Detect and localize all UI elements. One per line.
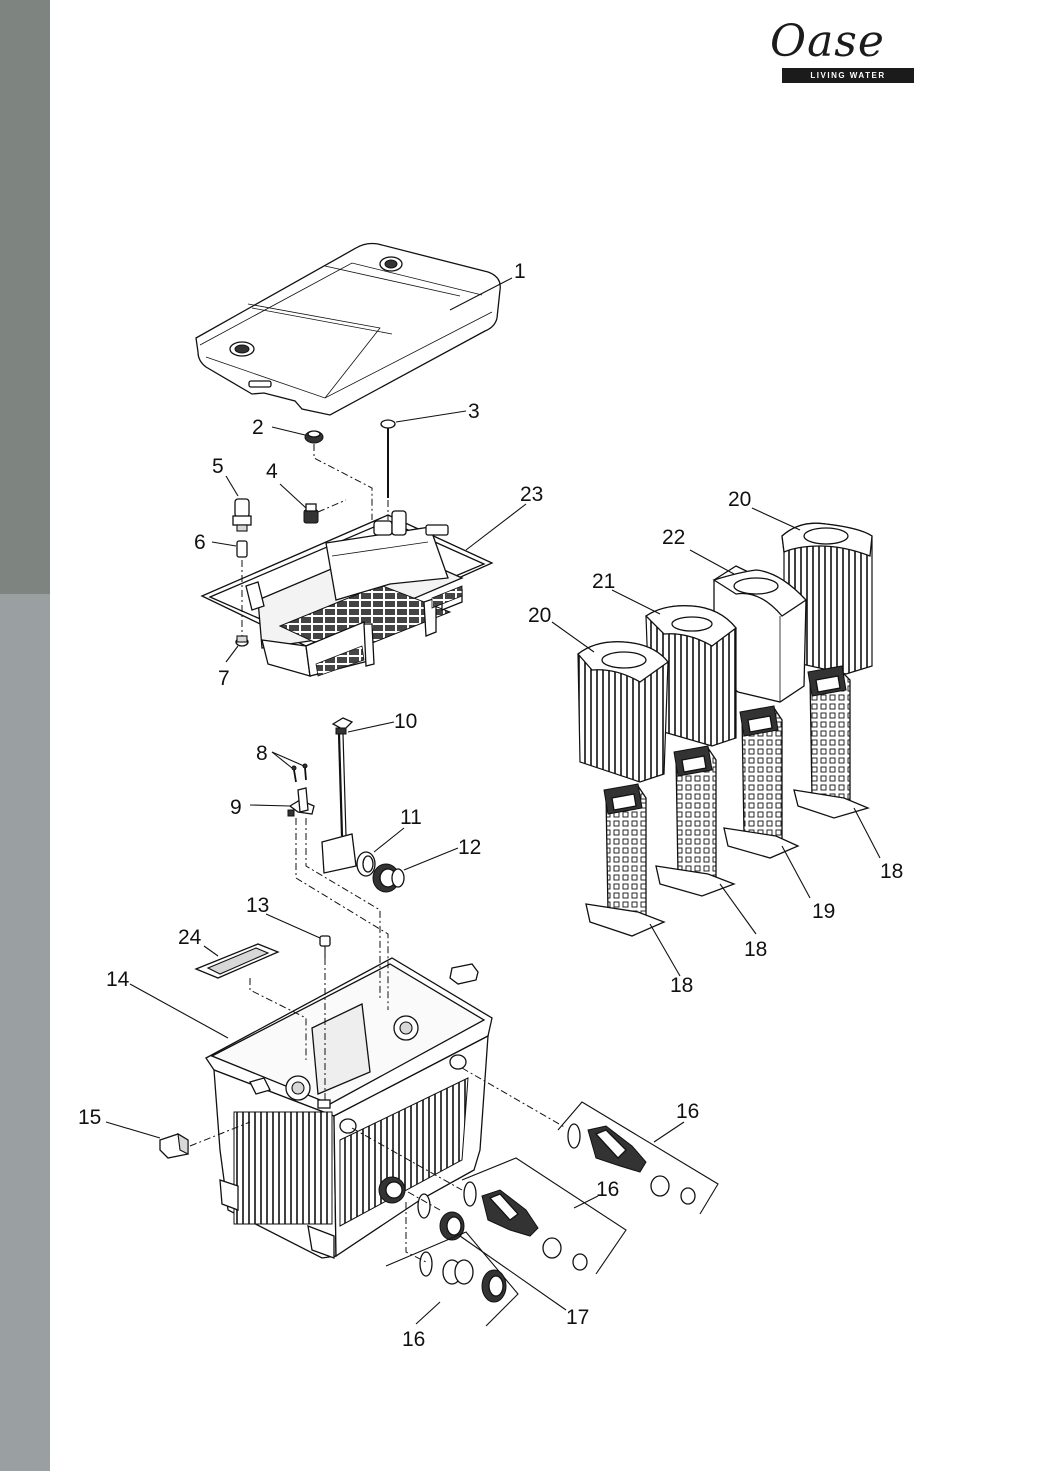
callout-20a: 20 [728,488,751,511]
logo-wordmark: Oase [770,16,885,67]
callout-18c: 18 [670,974,693,997]
part-21-sponge [644,605,737,747]
part-8-screws [291,763,308,783]
callout-10: 10 [394,710,417,733]
housing-latch [449,963,479,985]
part-19-stand [723,705,800,859]
callout-1: 1 [514,260,526,283]
part-15-latch [159,1132,189,1159]
part-12-connector [372,863,405,893]
callout-18a: 18 [880,860,903,883]
part-13-vent [319,935,331,958]
part-4-fitting [303,503,319,524]
callout-13: 13 [246,894,269,917]
sidebar-band-light [0,594,50,1471]
callout-19: 19 [812,900,835,923]
callout-7: 7 [218,667,230,690]
part-18-stand-middle [655,745,736,897]
callout-20b: 20 [528,604,551,627]
part-14-housing [205,957,493,1259]
sidebar-band-dark [0,0,50,594]
callout-21: 21 [592,570,615,593]
oase-logo: Oase LIVING WATER [770,18,920,88]
callout-17: 17 [566,1306,589,1329]
part-22-foam-block [712,565,807,703]
part-16-hose-kit-b [461,1157,627,1275]
part-2-grommet [304,430,324,444]
part-17-nut [439,1211,465,1241]
callout-5: 5 [212,455,224,478]
logo-tagline: LIVING WATER [810,71,886,80]
callout-22: 22 [662,526,685,549]
callout-4: 4 [266,460,278,483]
callout-12: 12 [458,836,481,859]
callout-14-gasket-24-label: 24 [178,926,202,949]
part-18-stand-left [585,783,666,937]
logo-tagline-bar [782,68,914,83]
callout-11: 11 [400,806,422,829]
part-16-ring-on-housing [417,1193,431,1219]
part-23-tray [200,510,494,677]
callout-9: 9 [230,796,242,819]
part-5-connector [232,498,252,532]
part-24-gasket [194,943,280,979]
assembly-lines [189,444,567,1263]
part-6-tube [236,540,248,558]
callout-18b: 18 [744,938,767,961]
callout-16b: 16 [596,1178,619,1201]
part-16-hose-kit-c [385,1231,519,1327]
part-3-rod [380,419,396,498]
callout-2: 2 [252,416,264,439]
callout-8: 8 [256,742,268,765]
callout-16a: 16 [676,1100,699,1123]
part-20-sponge-front [577,641,669,783]
part-16-hose-kit-a [557,1101,719,1215]
part-10-paddle [321,717,357,874]
callout-16c: 16 [402,1328,425,1351]
part-18-stand-right [793,665,870,819]
callout-3: 3 [468,400,480,423]
callout-23: 23 [520,483,543,506]
callout-6: 6 [194,531,206,554]
part-9-clip [287,787,315,817]
part-7-cap [235,635,249,647]
leader-lines [105,277,881,1325]
callout-labels: 1 2 3 4 5 6 7 8 9 10 11 12 13 24 14 15 1… [78,260,903,1351]
part-1-lid [195,242,501,416]
callout-14: 14 [106,968,130,991]
part-11-ring [356,851,376,877]
callout-15: 15 [78,1106,101,1129]
